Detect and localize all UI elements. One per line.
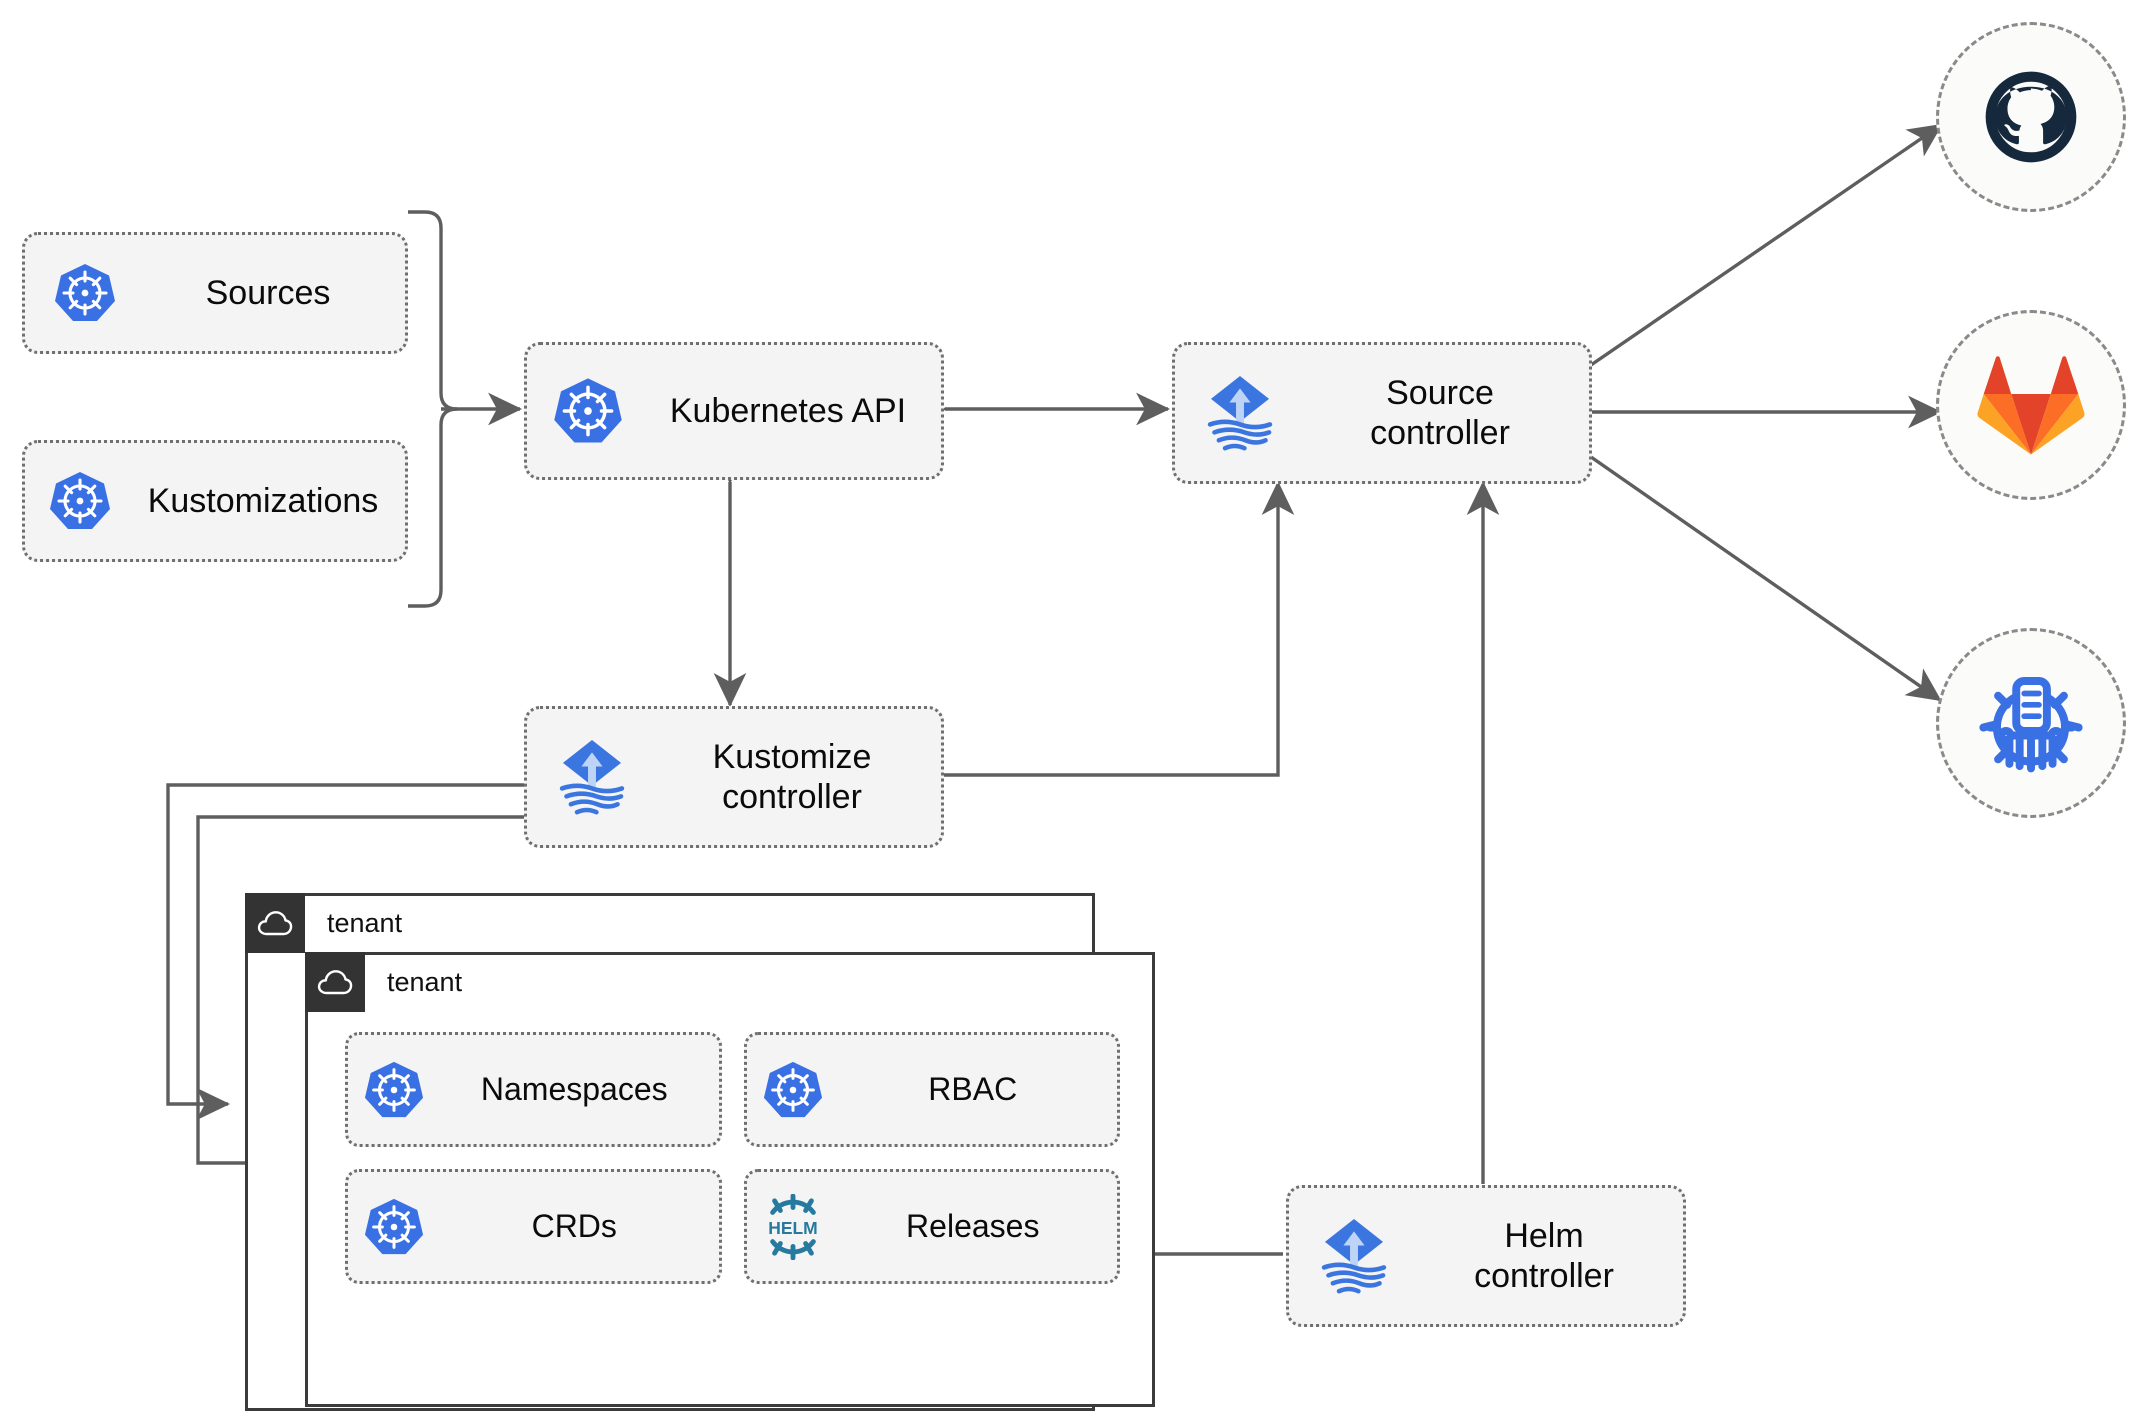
edge-sourcecontroller-github (1590, 123, 1943, 367)
flux-icon (1289, 1212, 1419, 1300)
tenant-container-front[interactable]: tenant (305, 952, 1155, 1407)
resource-rbac[interactable]: RBAC (743, 1032, 1120, 1147)
node-sources[interactable]: Sources (22, 232, 408, 354)
resource-label: Namespaces (480, 1071, 668, 1107)
kubernetes-icon (348, 1059, 440, 1121)
tenant-resource-grid: Namespaces (345, 1032, 1120, 1284)
resource-crds[interactable]: CRDs (345, 1169, 722, 1284)
cloud-icon (245, 893, 305, 953)
provider-helm-repository[interactable] (1936, 628, 2126, 818)
edge-kustomizecontroller-sourcecontroller (938, 480, 1295, 777)
edge-sourcecontroller-helmrepo (1590, 455, 1942, 702)
tenant-label-front: tenant (387, 966, 463, 997)
tenant-header-front: tenant (305, 952, 462, 1012)
node-source-controller[interactable]: Source controller (1172, 342, 1592, 484)
kubernetes-icon (348, 1196, 440, 1258)
resource-label: Releases (906, 1208, 1040, 1244)
node-label: Kubernetes API (669, 391, 907, 430)
node-helm-controller[interactable]: Helm controller (1286, 1185, 1686, 1327)
helm-repository-icon (1979, 677, 2083, 773)
provider-gitlab[interactable] (1936, 310, 2126, 500)
node-label: Sources (205, 273, 331, 312)
svg-text:HELM: HELM (768, 1217, 818, 1237)
provider-github[interactable] (1936, 22, 2126, 212)
resource-label: RBAC (928, 1071, 1018, 1107)
kubernetes-icon (747, 1059, 839, 1121)
tenant-label-back: tenant (327, 907, 403, 938)
node-label: Source controller (1370, 373, 1510, 452)
node-kustomizations[interactable]: Kustomizations (22, 440, 408, 562)
node-label: Helm controller (1474, 1216, 1614, 1295)
gitlab-icon (1977, 356, 2085, 455)
kubernetes-icon (25, 469, 135, 533)
resource-label: CRDs (531, 1208, 617, 1244)
tenant-header-back: tenant (245, 893, 402, 953)
node-label: Kustomize controller (712, 737, 872, 816)
edge-sources-bracket (408, 210, 458, 608)
flux-icon (527, 733, 657, 821)
github-icon (1985, 71, 2077, 163)
kubernetes-icon (527, 375, 649, 447)
node-kustomize-controller[interactable]: Kustomize controller (524, 706, 944, 848)
cloud-icon (305, 952, 365, 1012)
helm-icon: HELM (747, 1193, 839, 1260)
node-kubernetes-api[interactable]: Kubernetes API (524, 342, 944, 480)
resource-namespaces[interactable]: Namespaces (345, 1032, 722, 1147)
node-label: Kustomizations (147, 481, 379, 520)
resource-releases[interactable]: HELM Releases (743, 1169, 1120, 1284)
flux-icon (1175, 369, 1305, 457)
kubernetes-icon (25, 261, 145, 325)
